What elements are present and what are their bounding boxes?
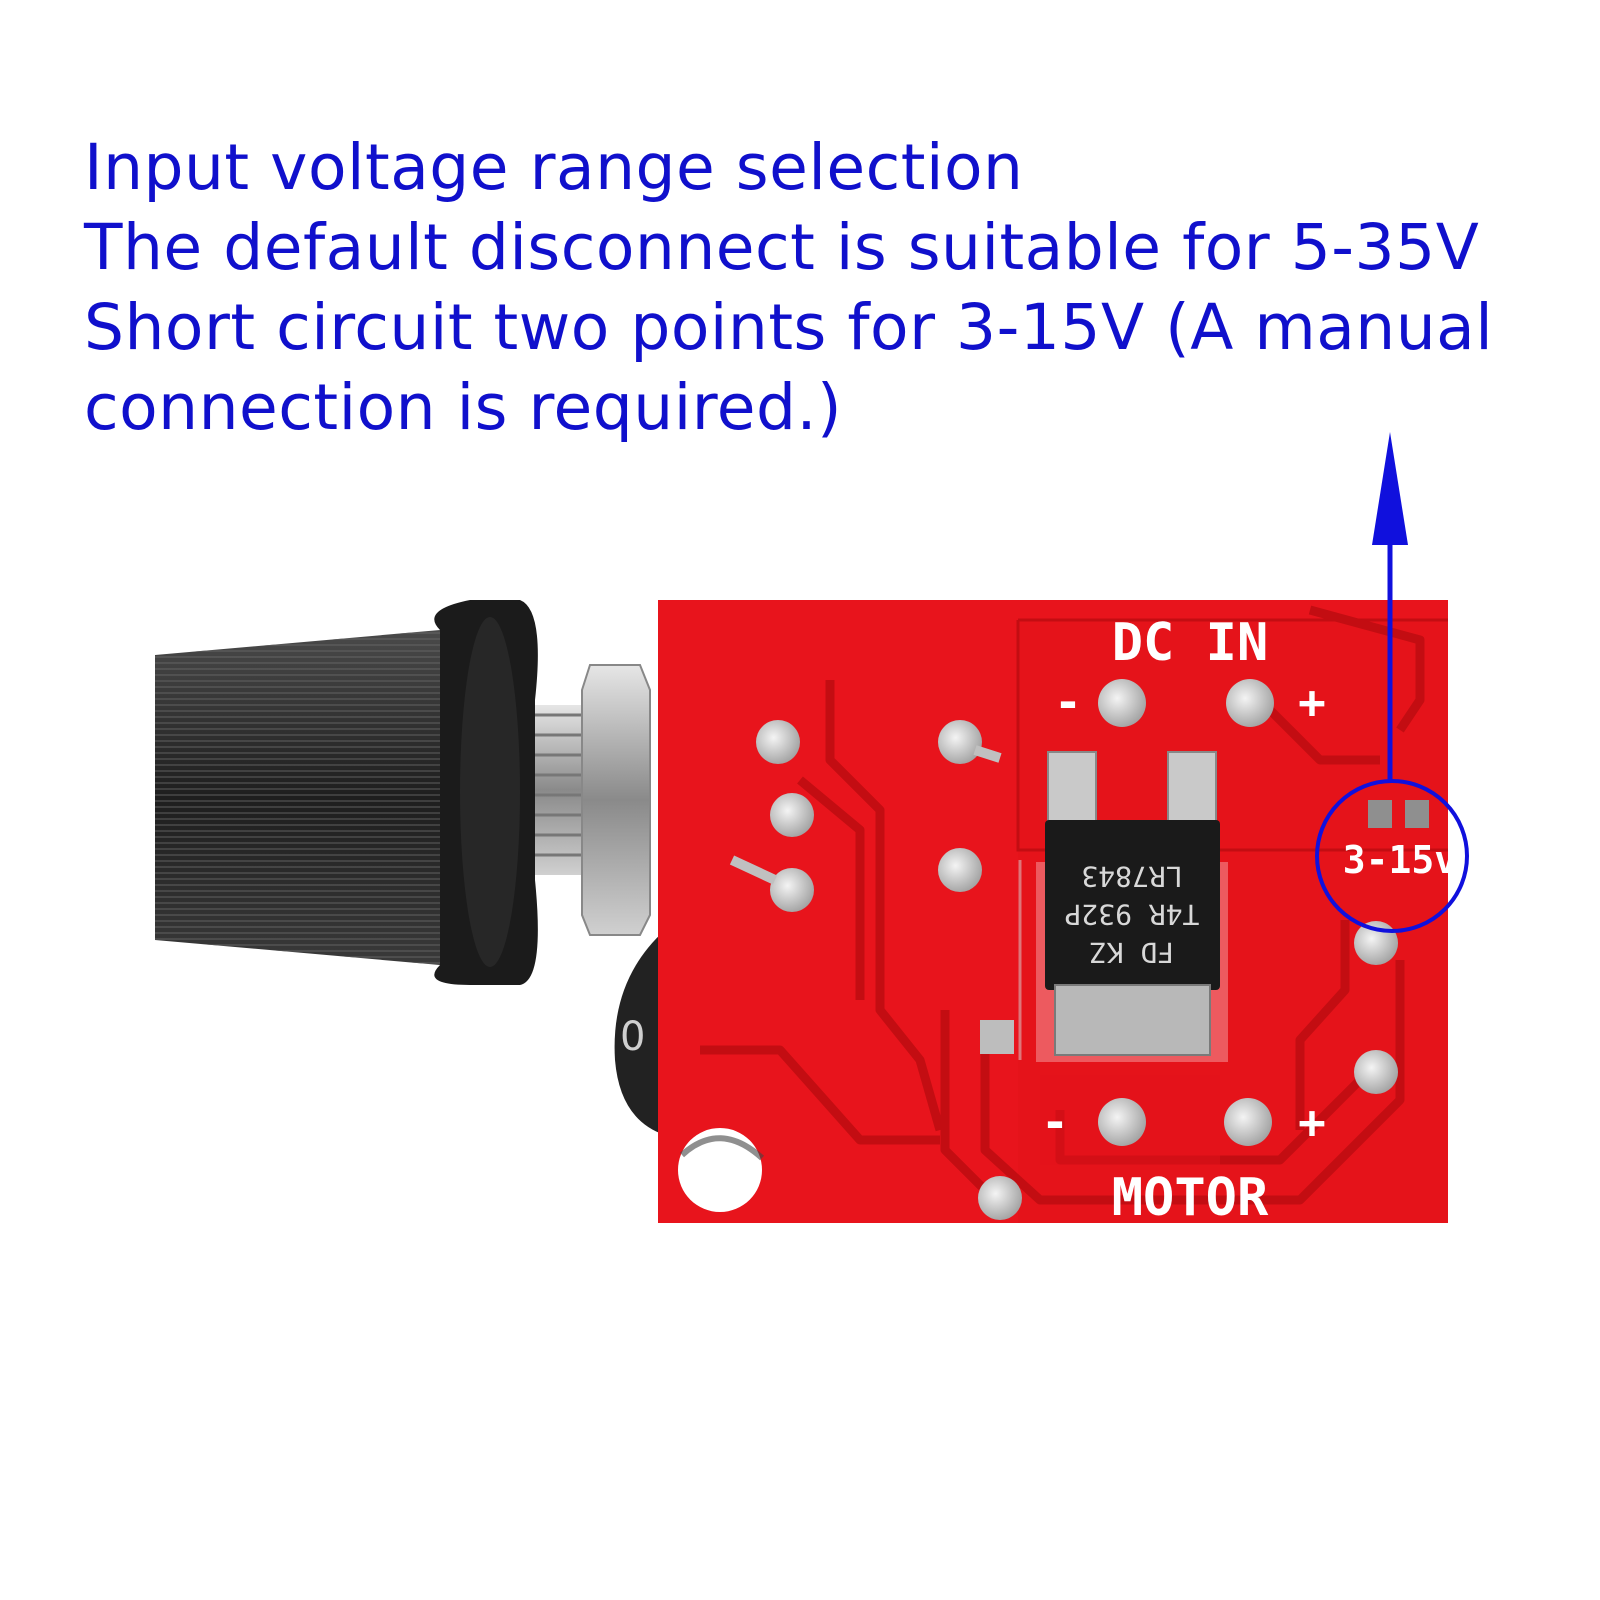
caption-line-1: Input voltage range selection	[84, 131, 1024, 204]
pcb-board: FD KZ T4R 932P LR7843 DC IN - + - + MOTO…	[658, 600, 1457, 1228]
dc-in-label: DC IN	[1112, 613, 1269, 673]
potentiometer-knob	[155, 600, 538, 985]
knob-ribs	[155, 630, 440, 965]
chip-line-1: FD KZ	[1090, 936, 1174, 969]
jumper-label: 3-15v	[1343, 838, 1457, 882]
motor-plus: +	[1298, 1095, 1326, 1149]
hex-nut	[581, 664, 651, 936]
capacitor: 0	[614, 930, 665, 1135]
dc-in-plus: +	[1298, 675, 1326, 729]
solder-pads	[729, 679, 1398, 1220]
annotation	[1315, 432, 1469, 933]
mounting-hole	[678, 1128, 762, 1212]
caption-line-3: Short circuit two points for 3-15V (A ma…	[84, 291, 1494, 364]
chip-line-2: T4R 932P	[1065, 898, 1200, 931]
caption-line-4: connection is required.)	[84, 371, 843, 444]
arrow-up-icon	[1372, 432, 1408, 545]
mosfet-chip: FD KZ T4R 932P LR7843	[1036, 751, 1228, 1062]
motor-label: MOTOR	[1112, 1168, 1269, 1228]
pot-shaft	[535, 664, 651, 936]
caption-line-2: The default disconnect is suitable for 5…	[84, 211, 1480, 284]
dc-in-minus: -	[1054, 675, 1082, 729]
chip-line-3: LR7843	[1081, 860, 1182, 893]
capacitor-mark: 0	[620, 1014, 645, 1060]
motor-minus: -	[1041, 1095, 1069, 1149]
highlight-circle	[1315, 779, 1469, 933]
jumper-pads	[1368, 800, 1429, 828]
caption-text: Input voltage range selection The defaul…	[84, 128, 1564, 448]
